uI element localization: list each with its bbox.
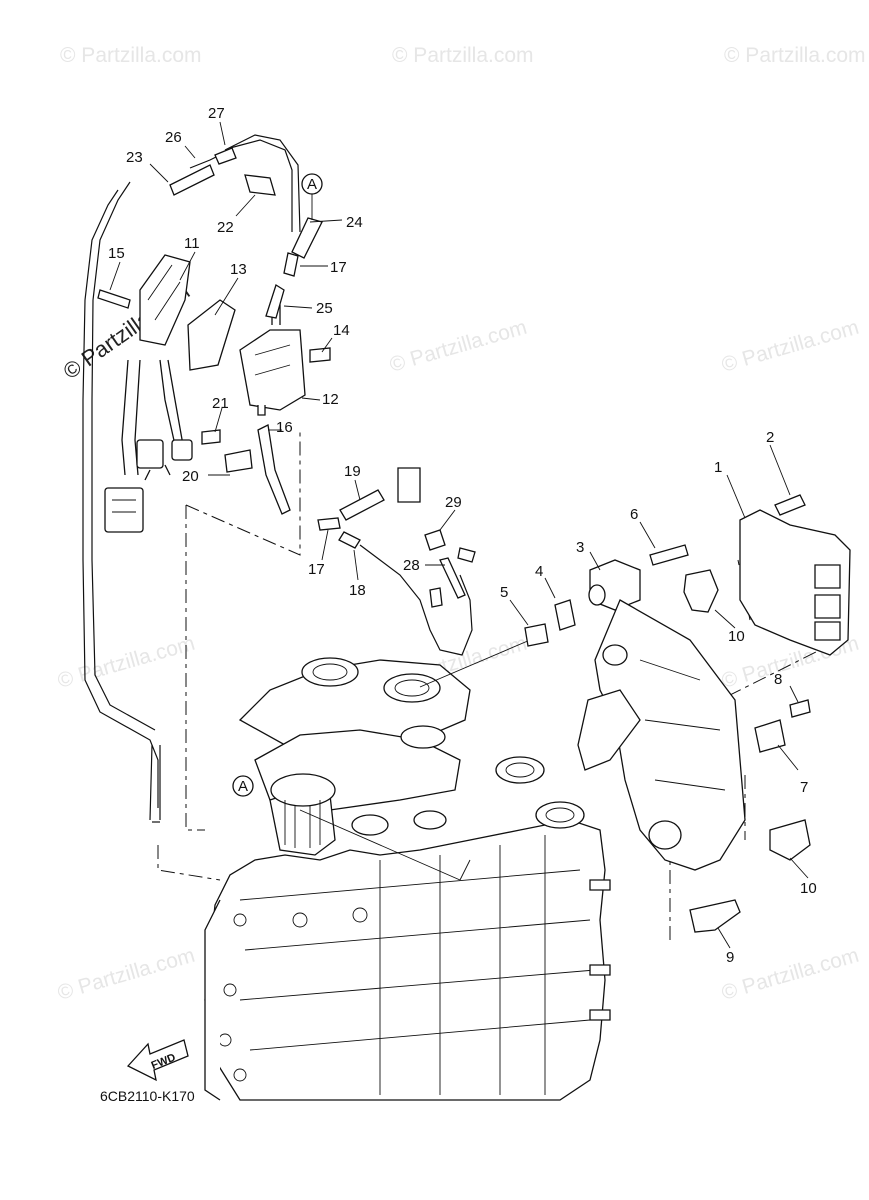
callout-27: 27 <box>208 105 225 122</box>
watermark: © Partzilla.com <box>60 44 202 67</box>
callout-14: 14 <box>333 322 350 339</box>
callout-9: 9 <box>726 949 734 966</box>
connector-label: A <box>238 778 248 795</box>
callout-12: 12 <box>322 391 339 408</box>
callout-8: 8 <box>774 671 782 688</box>
callout-16: 16 <box>276 419 293 436</box>
leader-lines <box>109 121 809 949</box>
callout-3: 3 <box>576 539 584 556</box>
callout-10a: 10 <box>728 628 745 645</box>
callout-28: 28 <box>403 557 420 574</box>
callout-29: 29 <box>445 494 462 511</box>
callout-15: 15 <box>108 245 125 262</box>
callout-13: 13 <box>230 261 247 278</box>
callout-25: 25 <box>316 300 333 317</box>
drawing-code: 6CB2110-K170 <box>100 1088 195 1104</box>
callout-21: 21 <box>212 395 229 412</box>
watermark: © Partzilla.com <box>719 944 861 1005</box>
watermark: © Partzilla.com <box>392 44 534 67</box>
callout-17a: 17 <box>330 259 347 276</box>
callouts: 1 2 3 4 5 6 7 8 9 10 10 11 12 13 14 15 1… <box>108 105 817 966</box>
hoses <box>97 147 476 656</box>
connector-markers: A A <box>232 173 323 797</box>
callout-1: 1 <box>714 459 722 476</box>
engine-block <box>204 657 611 1101</box>
callout-20: 20 <box>182 468 199 485</box>
callout-24: 24 <box>346 214 363 231</box>
watermark: © Partzilla.com <box>387 316 529 377</box>
callout-11: 11 <box>184 235 200 252</box>
callout-19: 19 <box>344 463 361 480</box>
callout-18: 18 <box>349 582 366 599</box>
bracket-assembly <box>524 494 851 933</box>
callout-2: 2 <box>766 429 774 446</box>
callout-17b: 17 <box>308 561 325 578</box>
watermark: © Partzilla.com <box>719 316 861 377</box>
watermark: © Partzilla.com <box>55 944 197 1005</box>
callout-23: 23 <box>126 149 143 166</box>
watermark: © Partzilla.com <box>724 44 866 67</box>
callout-4: 4 <box>535 563 543 580</box>
fuel-pump-assembly <box>104 254 306 533</box>
connector-label: A <box>307 176 317 193</box>
callout-26: 26 <box>165 129 182 146</box>
watermark: © Partzilla.com <box>55 632 197 693</box>
callout-6: 6 <box>630 506 638 523</box>
callout-5: 5 <box>500 584 508 601</box>
callout-22: 22 <box>217 219 234 236</box>
fwd-arrow: FWD <box>126 1039 189 1082</box>
callout-10b: 10 <box>800 880 817 897</box>
callout-7: 7 <box>800 779 808 796</box>
